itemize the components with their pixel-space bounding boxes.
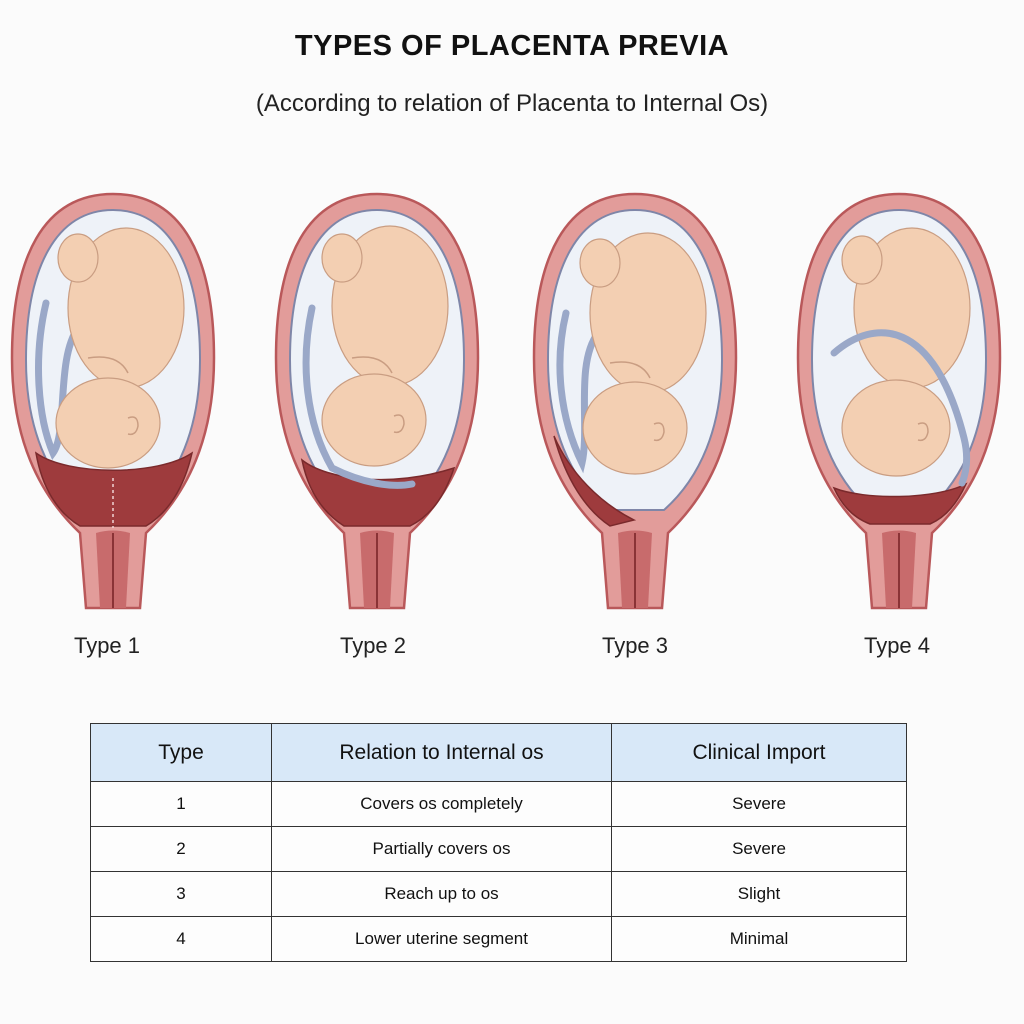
figure-label-type-3: Type 3 (530, 633, 740, 659)
uterus-diagram-type-2 (272, 188, 482, 618)
page-subtitle: (According to relation of Placenta to In… (0, 90, 1024, 118)
cell-relation: Reach up to os (272, 872, 612, 917)
header-clinical-import: Clinical Import (612, 724, 907, 782)
figure-label-type-2: Type 2 (268, 633, 478, 659)
uterus-illustration (794, 188, 1004, 618)
cell-relation: Covers os completely (272, 782, 612, 827)
cell-clinical-import: Slight (612, 872, 907, 917)
cell-type: 2 (91, 827, 272, 872)
page-title: TYPES OF PLACENTA PREVIA (0, 30, 1024, 63)
table-row: 1 Covers os completely Severe (91, 782, 907, 827)
cell-relation: Lower uterine segment (272, 917, 612, 962)
table-row: 2 Partially covers os Severe (91, 827, 907, 872)
figure-label-type-1: Type 1 (2, 633, 212, 659)
uterus-diagram-type-3 (530, 188, 740, 618)
header-relation: Relation to Internal os (272, 724, 612, 782)
cell-type: 1 (91, 782, 272, 827)
cell-clinical-import: Minimal (612, 917, 907, 962)
uterus-diagram-type-1 (8, 188, 218, 618)
table-row: 4 Lower uterine segment Minimal (91, 917, 907, 962)
cell-clinical-import: Severe (612, 782, 907, 827)
cell-type: 3 (91, 872, 272, 917)
table-row: 3 Reach up to os Slight (91, 872, 907, 917)
table-header-row: Type Relation to Internal os Clinical Im… (91, 724, 907, 782)
uterus-diagram-type-4 (794, 188, 1004, 618)
cell-relation: Partially covers os (272, 827, 612, 872)
uterus-illustration (530, 188, 740, 618)
uterus-illustration (8, 188, 218, 618)
cell-clinical-import: Severe (612, 827, 907, 872)
cell-type: 4 (91, 917, 272, 962)
classification-table: Type Relation to Internal os Clinical Im… (90, 723, 907, 962)
uterus-illustration (272, 188, 482, 618)
figure-label-type-4: Type 4 (792, 633, 1002, 659)
header-type: Type (91, 724, 272, 782)
